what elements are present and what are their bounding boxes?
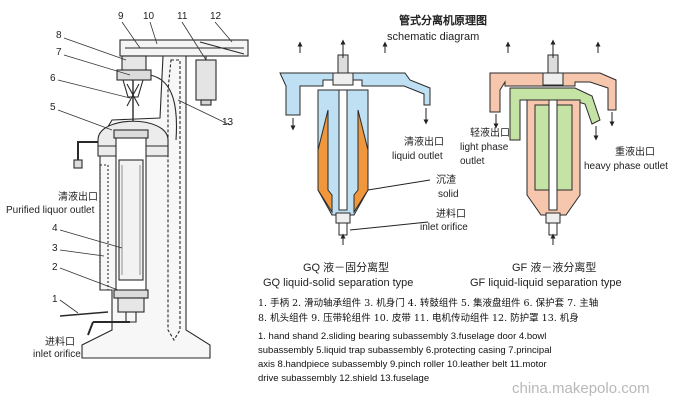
purified-outlet-label-en: Purified liquor outlet — [6, 205, 95, 216]
gf-type-en: GF liquid-liquid separation type — [470, 277, 622, 289]
gq-liquid-outlet-en: liquid outlet — [392, 151, 443, 162]
part-number-7: 7 — [56, 47, 62, 58]
part-number-4: 4 — [52, 223, 58, 234]
gq-type-cn: GQ 液－固分离型 — [303, 262, 390, 274]
machine-drawing — [59, 39, 249, 359]
gf-heavy-phase-cn: 重液出口 — [615, 147, 655, 158]
legend-en-line-3: axis 8.handpiece subassembly 9.pinch rol… — [258, 359, 547, 370]
part-number-5: 5 — [50, 102, 56, 113]
part-number-11: 11 — [177, 11, 188, 22]
gq-solid-en: solid — [438, 189, 459, 200]
diagram-title-en: schematic diagram — [387, 31, 480, 43]
gf-separator-drawing — [489, 54, 617, 236]
left-inlet-label-en: inlet orifice — [33, 349, 81, 360]
part-number-2: 2 — [52, 262, 58, 273]
part-number-8: 8 — [56, 30, 62, 41]
gq-inlet-cn: 进料口 — [436, 209, 466, 220]
part-number-3: 3 — [52, 243, 58, 254]
part-number-12: 12 — [210, 11, 222, 22]
part-number-13: 13 — [222, 117, 234, 128]
purified-outlet-label-cn: 清液出口 — [58, 192, 98, 203]
callout-lines — [57, 21, 233, 314]
watermark-text: china.makepolo.com — [512, 380, 650, 397]
gf-heavy-phase-en: heavy phase outlet — [584, 161, 668, 172]
gf-light-phase-en1: light phase — [460, 142, 509, 153]
gq-separator-drawing — [279, 54, 431, 236]
diagram-title-cn: 管式分离机原理图 — [399, 15, 487, 27]
gq-liquid-outlet-cn: 清液出口 — [404, 137, 444, 148]
part-number-1: 1 — [52, 294, 58, 305]
legend-cn-line-2: 8. 机头组件 9. 压带轮组件 10. 皮带 11. 电机传动组件 12. 防… — [258, 313, 579, 324]
gf-light-phase-en2: outlet — [460, 156, 485, 167]
part-number-6: 6 — [50, 73, 56, 84]
legend-en-line-2: subassembly 5.liquid trap subassembly 6.… — [258, 345, 552, 356]
legend-en-line-4: drive subassembly 12.shield 13.fuselage — [258, 373, 430, 384]
part-number-9: 9 — [118, 11, 124, 22]
gq-solid-cn: 沉渣 — [436, 175, 456, 186]
legend-en-line-1: 1. hand shand 2.sliding bearing subassem… — [258, 331, 547, 342]
gf-light-phase-cn: 轻液出口 — [470, 128, 510, 139]
left-inlet-label-cn: 进料口 — [45, 337, 75, 348]
gf-type-cn: GF 液－液分离型 — [512, 262, 597, 274]
gq-inlet-en: inlet orifice — [420, 222, 468, 233]
legend-cn-line-1: 1. 手柄 2. 滑动轴承组件 3. 机身门 4. 转鼓组件 5. 集液盘组件 … — [258, 298, 599, 309]
gq-type-en: GQ liquid-solid separation type — [263, 277, 414, 289]
part-number-10: 10 — [143, 11, 155, 22]
